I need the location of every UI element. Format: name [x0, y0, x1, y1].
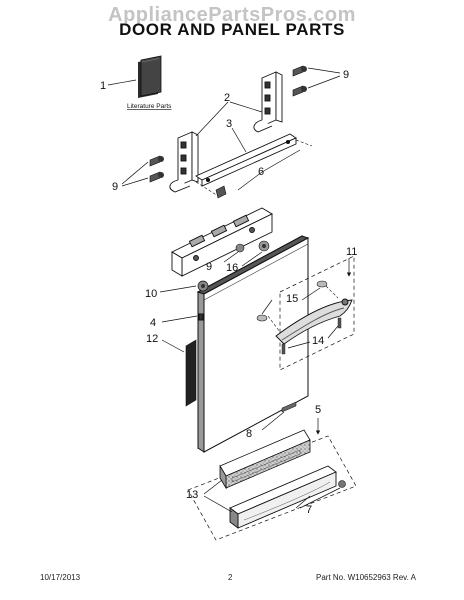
assembly-line: [267, 315, 281, 333]
door-endcap: [197, 280, 209, 292]
leader-line: [261, 411, 285, 431]
literature-booklet: [138, 55, 162, 98]
assembly-line: [195, 181, 219, 197]
kickplate-screw: [338, 480, 346, 488]
leader-line: [121, 177, 149, 187]
callout-16: 16: [226, 262, 238, 274]
page-title: DOOR AND PANEL PARTS: [119, 20, 345, 39]
leader-line: [223, 251, 239, 263]
callout-8: 8: [246, 428, 252, 440]
callout-9-top-right: 9: [343, 69, 349, 81]
watermark: AppliancePartsPros.com: [108, 4, 356, 26]
leader-line: [107, 79, 137, 86]
leader-line: [307, 67, 341, 74]
callout-10: 10: [145, 288, 157, 300]
callout-9-middle: 9: [206, 261, 212, 273]
assembly-line: [325, 285, 339, 299]
callout-12: 12: [146, 333, 158, 345]
kickplate: [229, 465, 337, 529]
leader-line: [301, 287, 321, 301]
leader-line: [261, 149, 301, 173]
door-handle: [275, 298, 353, 345]
leader-line: [299, 487, 341, 509]
callout-4: 4: [150, 317, 156, 329]
callout-14: 14: [312, 335, 324, 347]
callout-1: 1: [100, 80, 106, 92]
screw-top-right-1: [292, 65, 307, 77]
hinge-bracket-left: [169, 131, 199, 193]
screw-top-right-2: [292, 85, 307, 97]
screw-left-1: [149, 155, 164, 167]
screw-bracket-6: [215, 185, 227, 199]
leader-line: [161, 339, 185, 353]
footer-part-number: Part No. W10652963 Rev. A: [316, 573, 416, 582]
trim-strip: [281, 401, 297, 413]
leader-line: [261, 299, 273, 315]
leader-line: [195, 101, 229, 137]
leader-line: [231, 127, 247, 153]
hinge-bracket-right: [253, 71, 283, 133]
handle-mount-left: [256, 314, 268, 322]
footer-date: 10/17/2013: [40, 573, 81, 582]
spacer-9: [235, 243, 245, 253]
handle-screw-1: [281, 343, 286, 355]
handle-mount-right: [316, 280, 328, 288]
callout-6: 6: [258, 166, 264, 178]
door-insulation: [185, 339, 197, 407]
callout-13: 13: [186, 489, 198, 501]
leader-line: [203, 479, 223, 495]
leader-line: [287, 341, 311, 349]
leader-line: [295, 495, 311, 509]
callout-5: 5: [315, 404, 321, 416]
leader-line: [161, 315, 198, 323]
kickplate-insulation: [219, 429, 311, 490]
leader-line: [241, 251, 263, 267]
handle-group-box: [279, 255, 355, 371]
control-console: [171, 207, 273, 277]
leader-line: [307, 75, 341, 89]
callout-9-left: 9: [112, 181, 118, 193]
callout-3: 3: [226, 118, 232, 130]
callout-15: 15: [286, 293, 298, 305]
handle-screw-2: [337, 317, 342, 329]
footer-page-number: 2: [228, 573, 233, 582]
leader-line: [159, 285, 197, 293]
callout-11: 11: [346, 246, 357, 258]
callout-7: 7: [306, 504, 312, 516]
leader-line: [237, 171, 263, 191]
door-brace: [195, 133, 297, 187]
leader-line: [229, 101, 263, 113]
leader-line: [327, 325, 339, 339]
leader-line: [203, 495, 233, 513]
spacer-16: [258, 240, 270, 252]
literature-caption: Literature Parts: [127, 103, 172, 110]
assembly-line: [295, 139, 313, 147]
outer-door-panel: [196, 235, 310, 453]
callout-2: 2: [224, 92, 230, 104]
leader-line: [121, 161, 149, 185]
screw-left-2: [149, 171, 164, 183]
